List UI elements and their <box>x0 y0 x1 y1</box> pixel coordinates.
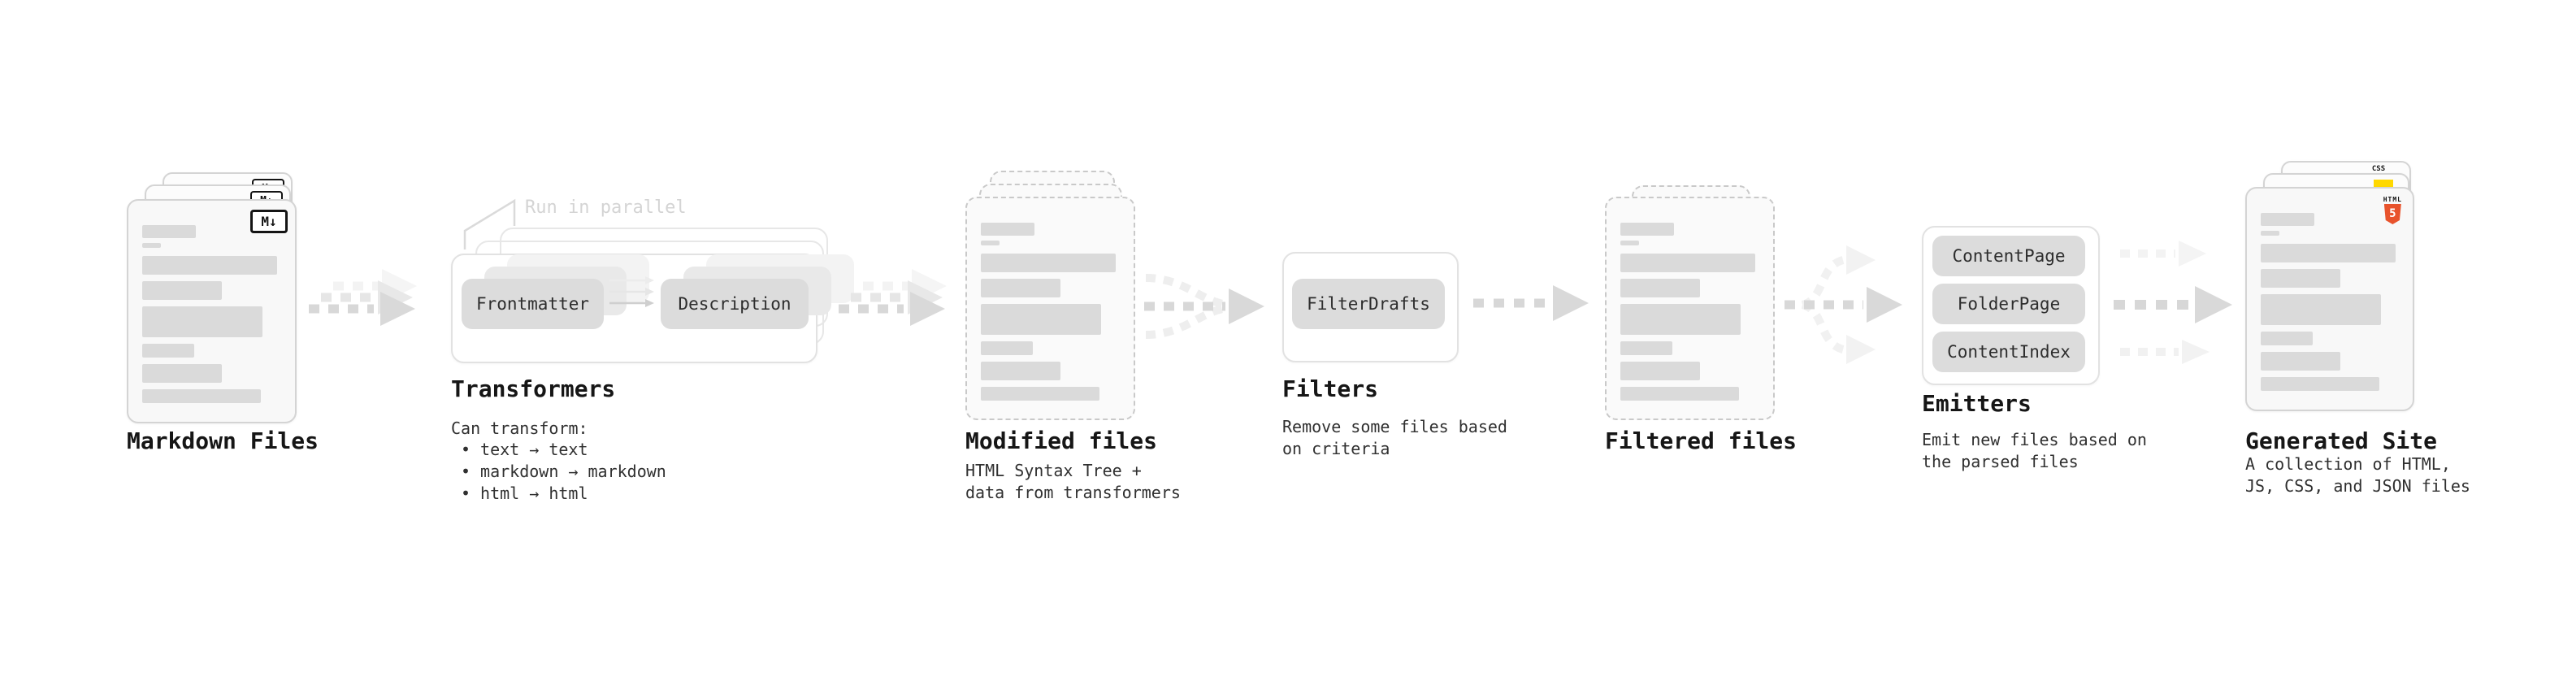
filter-pill-filterdrafts: FilterDrafts <box>1292 279 1445 329</box>
text-placeholder-bar <box>981 341 1033 355</box>
text-placeholder-bar <box>1620 341 1672 355</box>
stage-label-modified-files: Modified files <box>965 427 1158 454</box>
stage-label-generated-site: Generated Site <box>2245 427 2438 454</box>
stage-label-transformers: Transformers <box>451 375 616 402</box>
text-placeholder-bar <box>142 281 222 300</box>
text-placeholder-bar <box>1620 387 1739 401</box>
stage-label-emitters: Emitters <box>1922 390 2032 417</box>
flow-arrow-filters-to-filtered <box>1473 285 1589 321</box>
markdown-icon: M↓ <box>250 210 288 233</box>
text-placeholder-bar <box>142 364 222 383</box>
text-placeholder-bar <box>1620 362 1700 380</box>
text-placeholder-bar <box>2261 244 2396 262</box>
text-placeholder-bar <box>142 344 194 358</box>
text-placeholder-bar <box>2261 377 2379 391</box>
list-item-text: markdown → markdown <box>480 462 666 481</box>
text-placeholder-bar <box>1620 279 1700 297</box>
flow-arrow-filtered-to-emitters-diverge <box>1785 245 1902 364</box>
bullet-glyph: • <box>461 440 471 459</box>
stage-label-filtered-files: Filtered files <box>1605 427 1798 454</box>
text-placeholder-bar <box>2261 213 2314 226</box>
transformer-pill-frontmatter: Frontmatter <box>462 279 604 329</box>
js-file-icon <box>2374 180 2393 188</box>
text-placeholder-bar <box>981 254 1116 272</box>
bullet-glyph: • <box>461 484 471 503</box>
transformer-pill-description: Description <box>661 279 809 329</box>
text-placeholder-bar <box>981 223 1034 236</box>
text-placeholder-bar <box>981 362 1060 380</box>
text-placeholder-bar <box>981 279 1060 297</box>
text-placeholder-bar <box>2261 332 2313 345</box>
run-in-parallel-leader-line <box>463 198 516 249</box>
text-placeholder-bar <box>2261 231 2279 236</box>
generated-site-card: HTML 5 <box>2245 187 2414 411</box>
text-placeholder-bar <box>1620 241 1639 245</box>
markdown-file-card: M↓ <box>127 199 297 423</box>
run-in-parallel-note: Run in parallel <box>525 197 687 218</box>
text-placeholder-bar <box>142 389 261 403</box>
emitters-desc: Emit new files based on the parsed files <box>1922 430 2147 471</box>
list-item-text: html → html <box>480 484 588 503</box>
text-placeholder-bar <box>1620 223 1674 236</box>
html5-label: HTML <box>2383 196 2402 203</box>
transformers-capability-list: • text → text • markdown → markdown • ht… <box>451 439 666 505</box>
flow-arrow-emitters-to-generated <box>2114 241 2232 364</box>
stage-label-filters: Filters <box>1282 375 1379 402</box>
stage-label-markdown-files: Markdown Files <box>127 427 319 454</box>
text-placeholder-bar <box>142 256 277 275</box>
generated-site-desc: A collection of HTML, JS, CSS, and JSON … <box>2245 454 2470 496</box>
list-item: • html → html <box>451 483 666 505</box>
text-placeholder-bar <box>142 225 196 238</box>
bullet-glyph: • <box>461 462 471 481</box>
flow-arrow-transformers-to-modified <box>839 269 947 326</box>
html5-shield: 5 <box>2383 204 2401 224</box>
text-placeholder-bar <box>142 306 262 337</box>
text-placeholder-bar <box>1620 304 1741 335</box>
list-item: • markdown → markdown <box>451 461 666 483</box>
list-item: • text → text <box>451 439 666 461</box>
text-placeholder-bar <box>1620 254 1755 272</box>
filtered-file-card <box>1605 197 1775 420</box>
transformers-desc-title: Can transform: <box>451 419 588 438</box>
flow-arrow-markdown-to-transformers <box>309 269 417 326</box>
emitter-pill-contentindex: ContentIndex <box>1932 332 2085 372</box>
text-placeholder-bar <box>142 243 161 248</box>
html5-icon: HTML 5 <box>2383 196 2402 224</box>
text-placeholder-bar <box>2261 294 2381 325</box>
parallel-arrows-icon <box>609 276 654 307</box>
text-placeholder-bar <box>2261 269 2340 288</box>
flow-arrow-modified-to-filters-converge <box>1144 274 1264 339</box>
emitter-pill-contentpage: ContentPage <box>1932 236 2085 276</box>
modified-file-card <box>965 197 1135 420</box>
text-placeholder-bar <box>2261 352 2340 371</box>
modified-files-desc: HTML Syntax Tree + data from transformer… <box>965 461 1181 502</box>
text-placeholder-bar <box>981 241 1000 245</box>
text-placeholder-bar <box>981 304 1101 335</box>
emitter-pill-folderpage: FolderPage <box>1932 284 2085 324</box>
list-item-text: text → text <box>480 440 588 459</box>
text-placeholder-bar <box>981 387 1099 401</box>
css-label: CSS <box>2371 165 2386 173</box>
filters-desc: Remove some files based on criteria <box>1282 417 1507 458</box>
